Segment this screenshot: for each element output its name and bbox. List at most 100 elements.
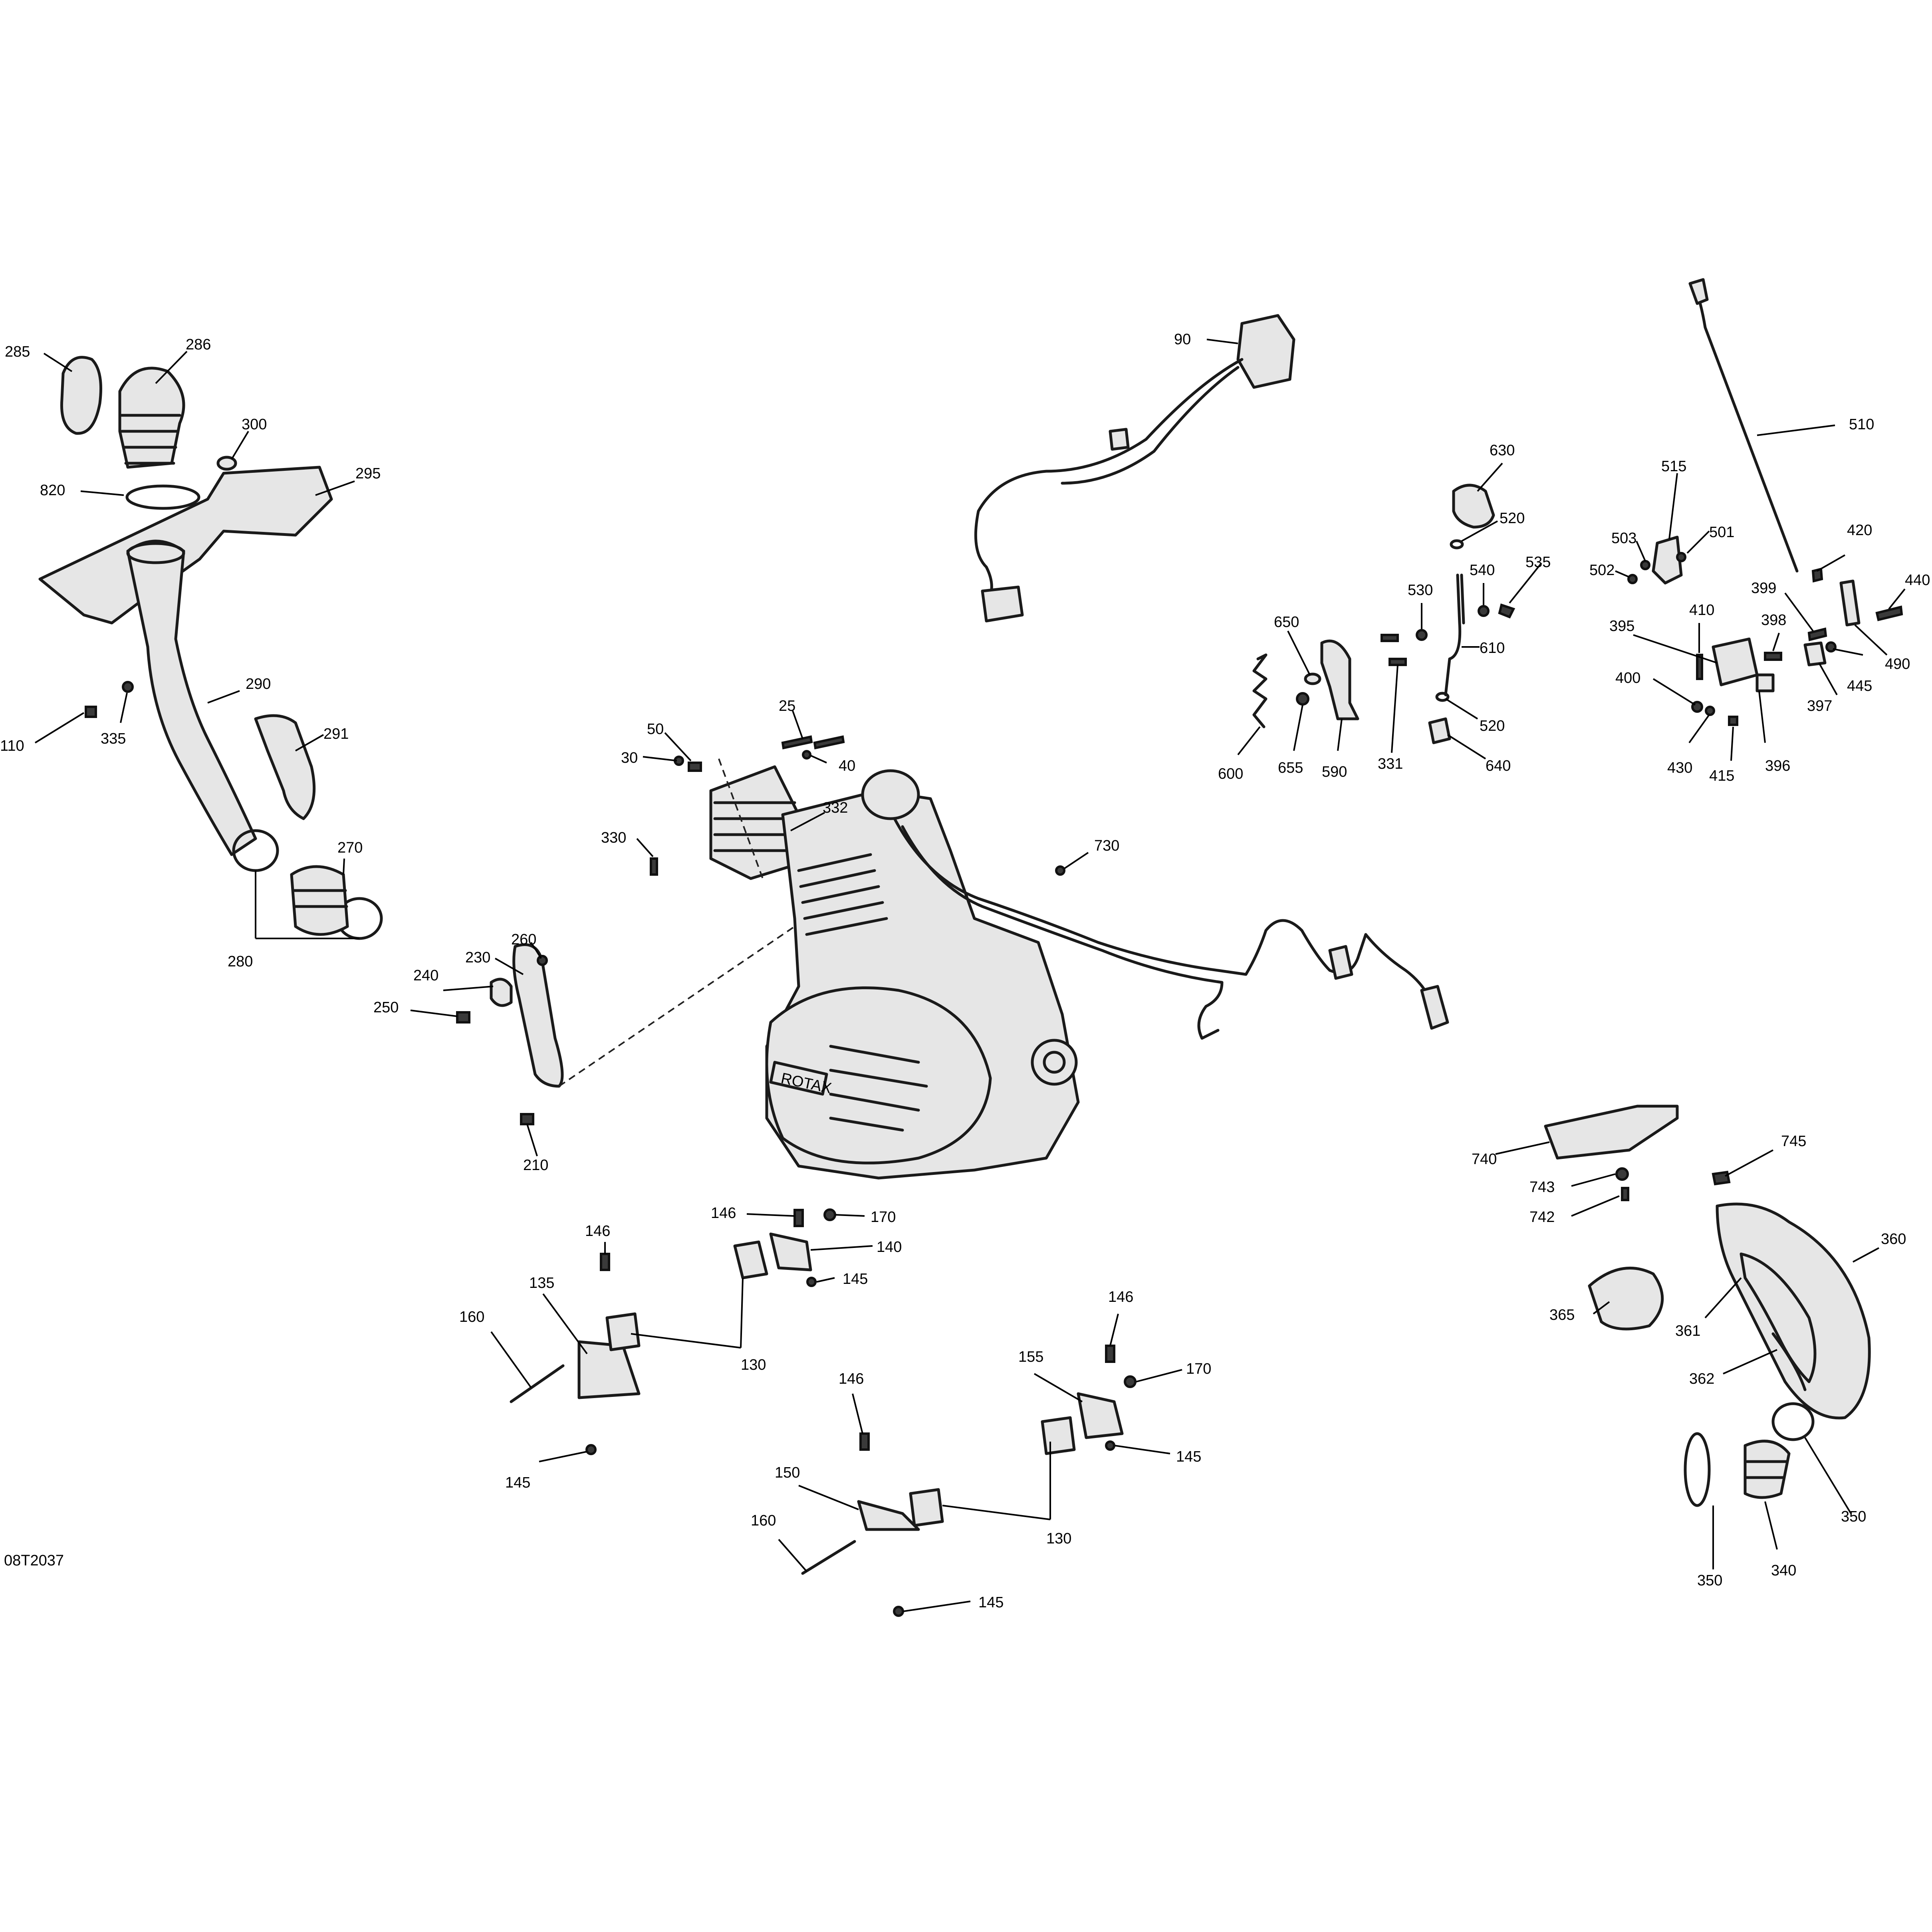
part-90-cable	[974, 358, 1244, 597]
callout-503: 503	[1611, 530, 1636, 547]
part-397-bushing	[1803, 641, 1827, 666]
part-146-bolt-c	[1105, 1345, 1115, 1363]
callout-150: 150	[775, 1464, 800, 1481]
callout-520-b: 520	[1480, 718, 1505, 734]
part-502-nut	[1627, 574, 1638, 584]
callout-146-c: 146	[1108, 1289, 1133, 1305]
callout-230: 230	[465, 949, 490, 966]
callout-350-b: 350	[1697, 1572, 1722, 1589]
callout-515: 515	[1661, 458, 1686, 475]
part-361-liner	[1740, 1252, 1817, 1383]
mount-dashed-line	[558, 926, 795, 1087]
callout-30: 30	[621, 750, 638, 766]
callout-155: 155	[1018, 1349, 1043, 1365]
part-146-bolt-b	[600, 1253, 610, 1271]
part-290-tube	[126, 540, 257, 856]
callout-240: 240	[413, 967, 438, 984]
part-270-sleeve	[290, 865, 349, 936]
callout-labels: 285 286 300 295 820 110 335 290 291 270 …	[0, 331, 1930, 1611]
part-170-nut-b	[1124, 1375, 1137, 1388]
part-395-bracket	[1712, 637, 1759, 686]
right-duct-group	[1544, 1105, 1871, 1507]
part-399-bolt	[1807, 627, 1827, 641]
part-130-mount-d	[909, 1488, 944, 1527]
callout-260: 260	[511, 931, 536, 948]
callout-145-b: 145	[505, 1474, 530, 1491]
callout-291: 291	[323, 726, 349, 742]
callout-400: 400	[1615, 670, 1640, 686]
callout-820: 820	[40, 482, 65, 499]
callout-502: 502	[1589, 562, 1615, 579]
callout-130-a: 130	[741, 1357, 766, 1373]
part-160-bolt-a	[510, 1364, 565, 1403]
part-150-bracket	[857, 1500, 920, 1531]
document-id: 08T2037	[4, 1552, 64, 1569]
main-wiring-harness	[893, 817, 1431, 1000]
part-600-spring	[1252, 653, 1268, 728]
callout-145-a: 145	[843, 1271, 868, 1287]
callout-520-a: 520	[1500, 510, 1525, 527]
callout-25: 25	[779, 698, 795, 714]
callout-398: 398	[1761, 612, 1786, 629]
callout-295: 295	[355, 465, 381, 482]
callout-145-d: 145	[978, 1594, 1004, 1611]
part-350-clamp-b	[1684, 1432, 1711, 1507]
callout-140: 140	[877, 1239, 902, 1256]
callout-530: 530	[1408, 582, 1433, 599]
part-445-nut	[1825, 641, 1837, 653]
part-640-fitting	[1428, 717, 1451, 744]
part-260-nut	[537, 955, 548, 966]
part-415-pin	[1728, 716, 1738, 726]
part-300-grommet	[216, 456, 237, 471]
part-250-bolt	[456, 1011, 470, 1024]
callout-397: 397	[1807, 698, 1832, 714]
part-135-bracket	[577, 1340, 641, 1399]
part-650-washer	[1304, 672, 1321, 685]
callout-415: 415	[1709, 768, 1734, 784]
part-90-switch	[1236, 314, 1295, 389]
callout-270: 270	[337, 839, 363, 856]
callout-40: 40	[839, 758, 855, 774]
part-330-screw	[650, 857, 658, 876]
callout-510: 510	[1849, 416, 1874, 433]
part-520-clip-b	[1435, 692, 1450, 702]
part-362-seal	[1771, 1332, 1807, 1391]
part-146-bolt-a	[793, 1209, 804, 1227]
callout-540: 540	[1470, 562, 1495, 579]
part-40-nut	[802, 750, 811, 760]
part-140-bracket	[769, 1232, 812, 1271]
callout-360: 360	[1881, 1231, 1906, 1248]
part-350-clamp-a	[1771, 1402, 1815, 1441]
callout-730: 730	[1094, 837, 1119, 854]
part-130-mount-b	[605, 1312, 641, 1351]
part-155-bracket	[1077, 1392, 1124, 1439]
callout-170-a: 170	[871, 1209, 896, 1226]
callout-90: 90	[1174, 331, 1191, 348]
part-145-nut-d	[893, 1606, 904, 1617]
callout-300: 300	[242, 416, 267, 433]
part-130-mount-a	[733, 1240, 768, 1279]
callout-610: 610	[1480, 640, 1505, 657]
part-630-knob	[1452, 484, 1495, 529]
callout-630: 630	[1490, 442, 1515, 459]
callout-160-a: 160	[459, 1309, 484, 1325]
callout-745: 745	[1781, 1133, 1806, 1150]
callout-280: 280	[228, 953, 253, 970]
callout-170-b: 170	[1186, 1361, 1211, 1377]
callout-160-b: 160	[751, 1512, 776, 1529]
throttle-body	[861, 769, 920, 820]
part-286-bellow	[118, 367, 185, 469]
callout-742: 742	[1529, 1209, 1555, 1226]
callout-210: 210	[523, 1157, 548, 1174]
leader-lines	[34, 339, 1906, 1612]
callout-146-a: 146	[711, 1205, 736, 1222]
part-655-nut	[1296, 692, 1309, 706]
engine-mounts-group	[510, 1208, 1137, 1617]
part-396-pivot	[1755, 673, 1775, 692]
callout-430: 430	[1667, 760, 1692, 776]
part-25-bolt	[781, 735, 845, 750]
part-230-arm	[512, 943, 564, 1088]
part-590-lever	[1320, 639, 1359, 720]
part-530-nut	[1416, 629, 1428, 641]
